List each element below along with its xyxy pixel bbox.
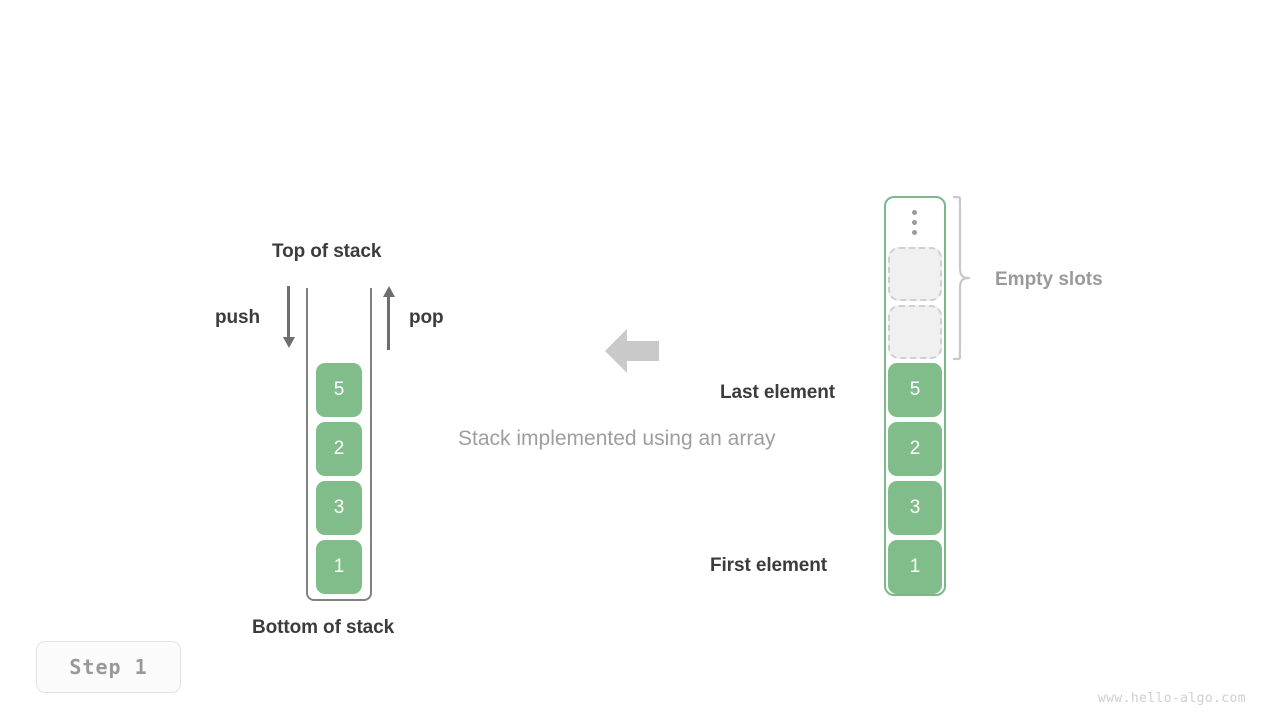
- vertical-ellipsis-icon: [910, 210, 918, 238]
- step-badge-text: Step 1: [69, 655, 148, 679]
- arrow-left-icon: [603, 322, 661, 380]
- pop-arrow-shaft: [387, 296, 390, 350]
- step-badge: Step 1: [36, 641, 181, 693]
- curly-brace-icon: [950, 194, 972, 362]
- stack-cell: 1: [316, 540, 362, 594]
- empty-slot: [888, 247, 942, 301]
- last-element-label: Last element: [720, 382, 835, 403]
- stack-cell: 3: [316, 481, 362, 535]
- stack-cell: 5: [316, 363, 362, 417]
- array-cell: 5: [888, 363, 942, 417]
- empty-slot: [888, 305, 942, 359]
- array-cell: 1: [888, 540, 942, 594]
- stack-cell: 2: [316, 422, 362, 476]
- watermark: www.hello-algo.com: [1097, 691, 1246, 706]
- array-cell: 3: [888, 481, 942, 535]
- diagram-caption: Stack implemented using an array: [458, 427, 776, 450]
- bottom-of-stack-label: Bottom of stack: [252, 617, 395, 638]
- pop-label: pop: [409, 307, 444, 328]
- arrow-up-icon: [382, 286, 395, 297]
- push-label: push: [215, 307, 260, 328]
- top-of-stack-label: Top of stack: [272, 241, 382, 262]
- array-cell: 2: [888, 422, 942, 476]
- empty-slots-label: Empty slots: [995, 269, 1103, 290]
- first-element-label: First element: [710, 555, 827, 576]
- stack-container: [306, 288, 372, 601]
- push-arrow-shaft: [287, 286, 290, 342]
- arrow-down-icon: [282, 337, 295, 348]
